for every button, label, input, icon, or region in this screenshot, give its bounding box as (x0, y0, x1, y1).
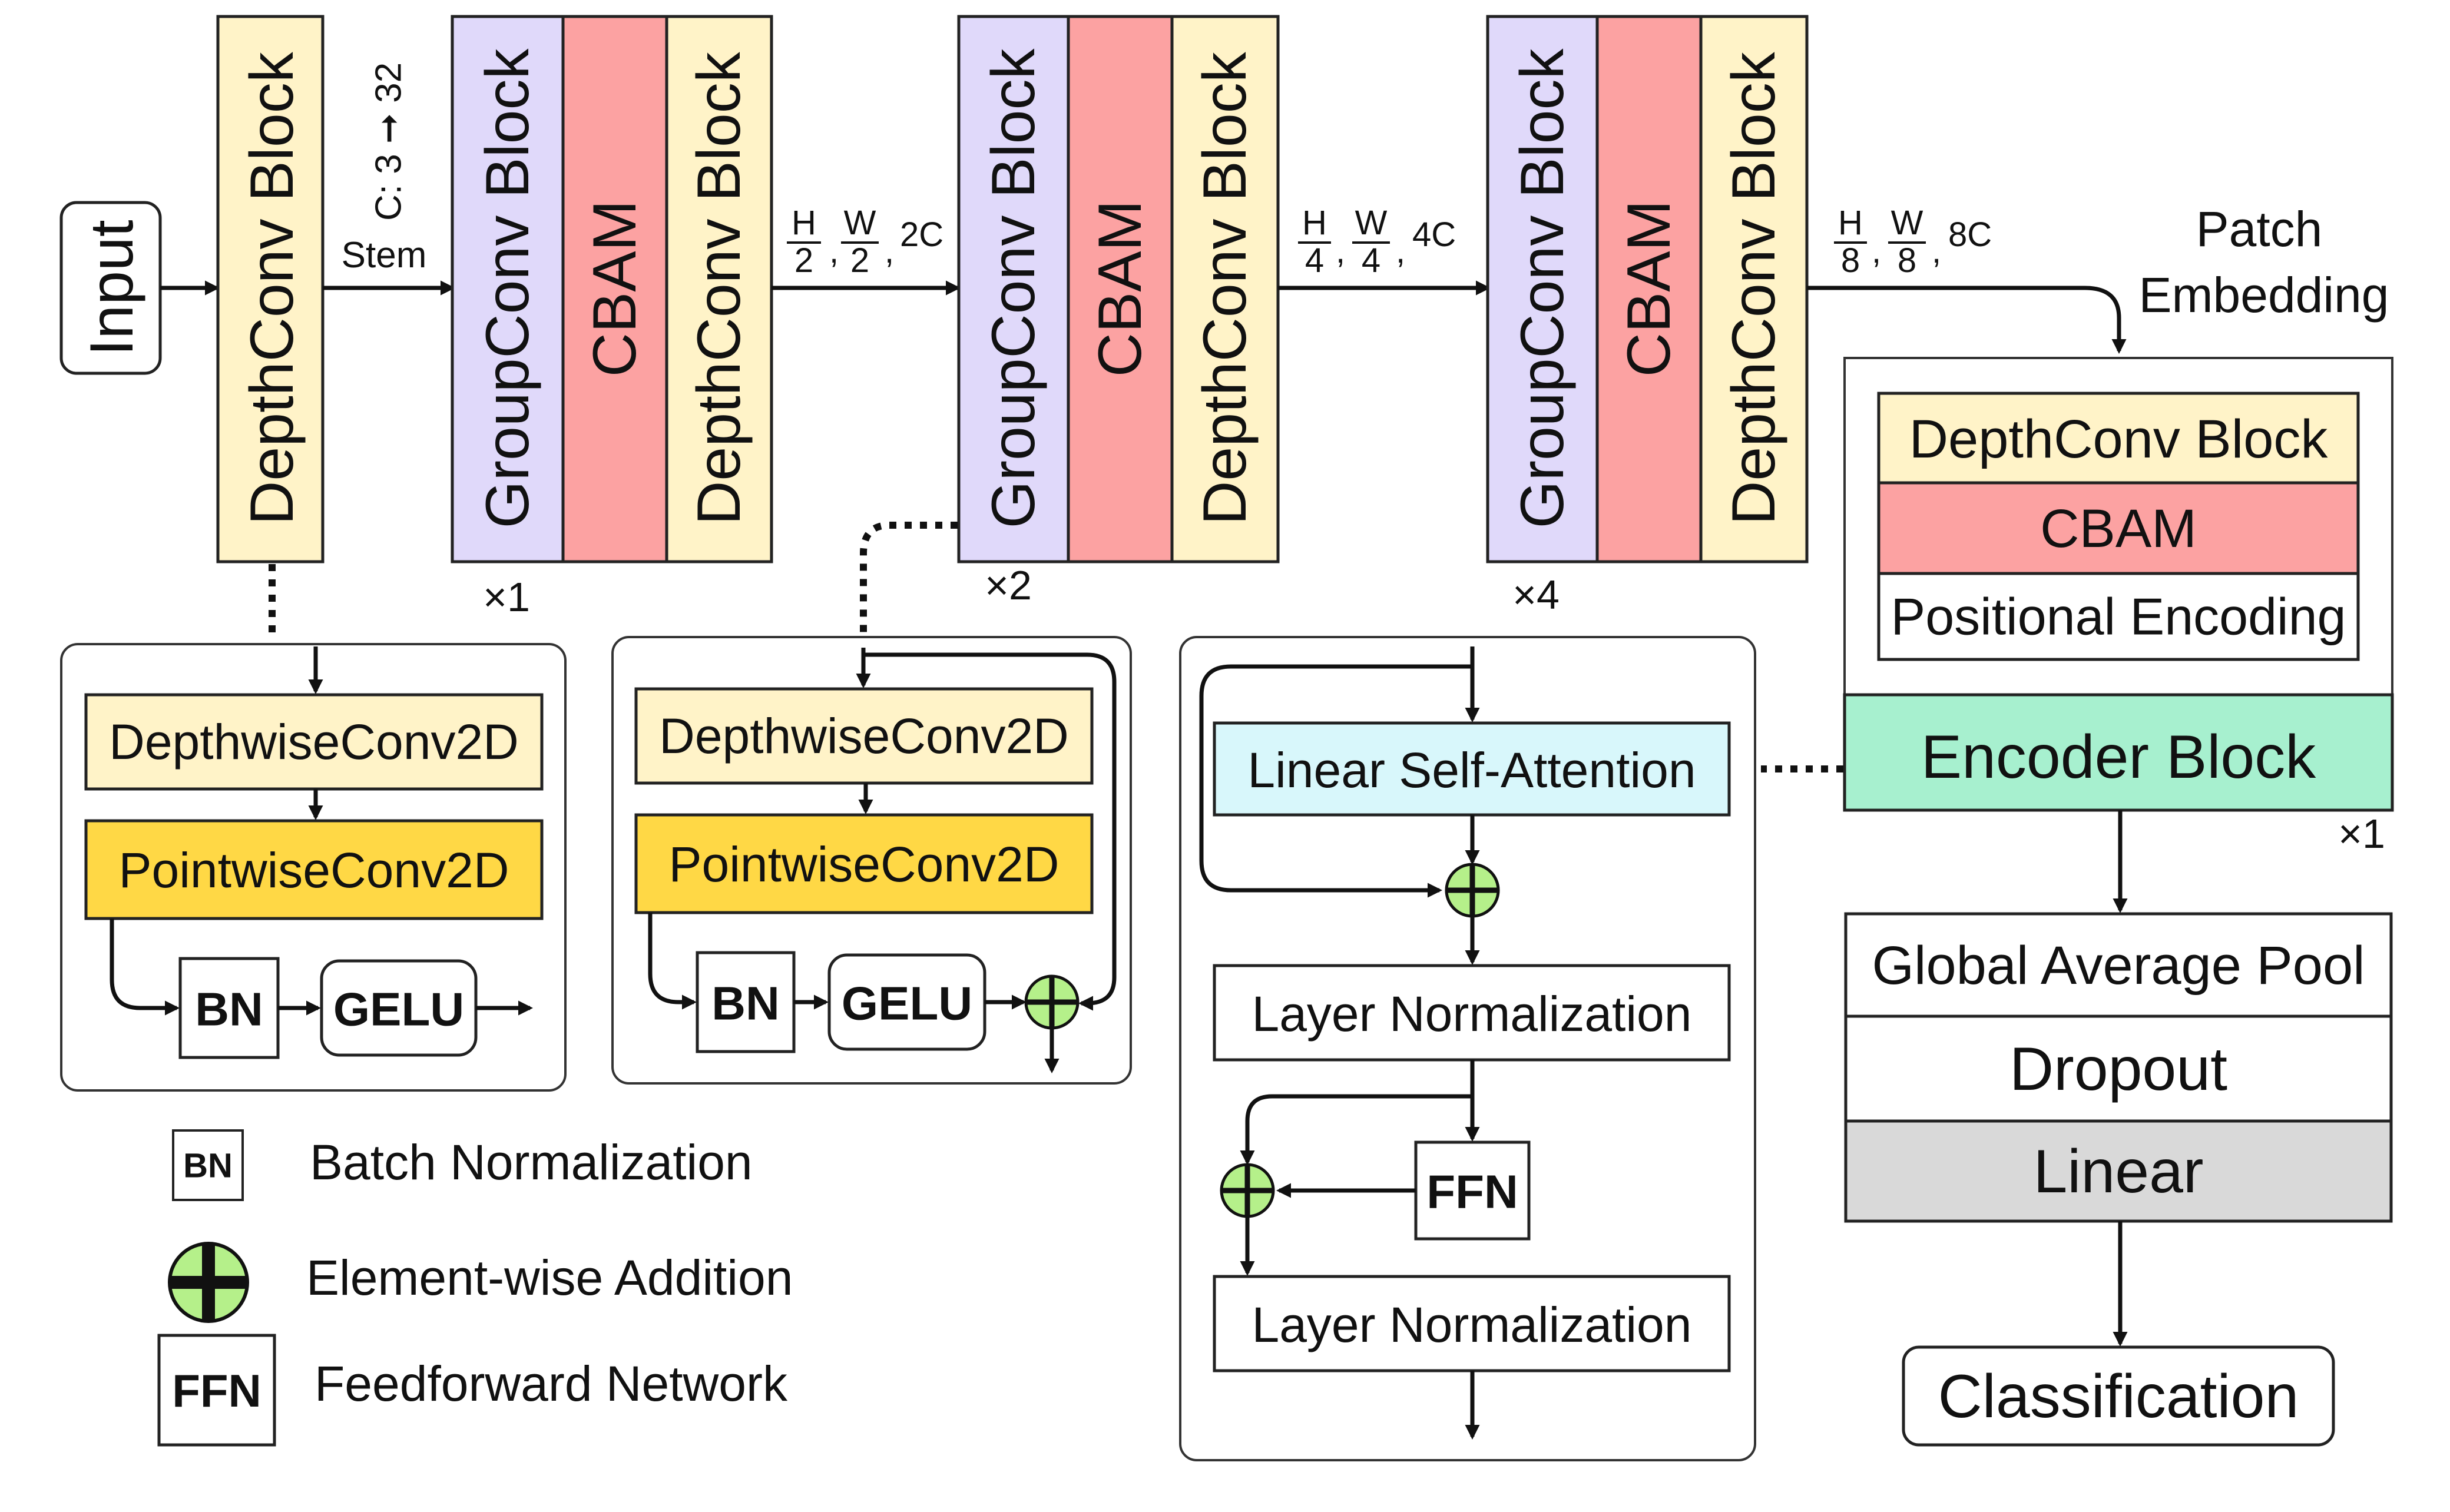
encoder-block: Encoder Block ×1 (1843, 693, 2394, 857)
d1-pointwise-label: PointwiseConv2D (119, 843, 509, 898)
legend: BN Batch Normalization Element-wise Addi… (157, 1129, 793, 1447)
d1-depthwise-label: DepthwiseConv2D (109, 714, 519, 770)
legend-add-icon (168, 1242, 249, 1323)
d1-gelu-label: GELU (333, 983, 464, 1036)
stage1-repeat: ×1 (483, 574, 530, 620)
d2-gelu-label: GELU (842, 977, 972, 1030)
stage1-cbam-label: CBAM (581, 200, 649, 377)
stem-depthconv-block: DepthConv Block (216, 15, 325, 563)
arrow-d2-bn (648, 913, 697, 1010)
dim2-w: W (1355, 204, 1388, 242)
stage3-repeat: ×4 (1512, 572, 1560, 618)
d2-pointwise-box (634, 813, 1094, 914)
encoder-block-repeat: ×1 (2338, 811, 2385, 857)
dim1-hd: 2 (794, 241, 813, 280)
dim3-hd: 8 (1841, 241, 1860, 280)
d2-add-icon (1024, 974, 1080, 1030)
e-add-icon-1 (1445, 863, 1500, 918)
dims-1: H 2 , W 2 , 2C (787, 204, 943, 280)
d2-depthwise-box (634, 687, 1094, 785)
dim3-w: W (1891, 204, 1923, 242)
svg-text:,: , (1932, 232, 1941, 270)
e-add-icon-2 (1220, 1163, 1275, 1218)
stem-depthconv-label: DepthConv Block (238, 51, 306, 525)
head-dropout-label: Dropout (2009, 1035, 2227, 1103)
e-norm2-label: Layer Normalization (1252, 1297, 1692, 1352)
patch-embedding-panel: DepthConv Block CBAM Positional Encoding (1843, 357, 2393, 696)
stage2-depthconv-label: DepthConv Block (1191, 51, 1259, 525)
e-norm1-label: Layer Normalization (1252, 986, 1692, 1042)
stage2-cbam-label: CBAM (1086, 200, 1154, 377)
dim3-wd: 8 (1898, 241, 1916, 280)
stage2-repeat: ×2 (985, 562, 1032, 608)
svg-text:,: , (829, 232, 839, 270)
d1-pointwise-box (84, 819, 544, 920)
svg-text:,: , (885, 232, 894, 270)
patch-depthconv-label: DepthConv Block (1909, 409, 2329, 469)
dim3-h: H (1838, 204, 1863, 242)
dim1-h: H (792, 204, 816, 242)
d2-bn-label: BN (711, 977, 780, 1030)
e-ffn-label: FFN (1426, 1166, 1518, 1218)
dotted-link-groupconv (860, 522, 958, 648)
dim3-c: 8C (1948, 215, 1992, 254)
dim1-w: W (844, 204, 876, 242)
e-attention-box (1213, 721, 1731, 817)
d2-bn-box (696, 951, 796, 1053)
dims-3: H 8 , W 8 , 8C (1834, 204, 1992, 280)
stage3-cbam-label: CBAM (1615, 200, 1683, 377)
e-residual-2 (1240, 1094, 1472, 1166)
stage2-groupconv-label: GroupConv Block (979, 48, 1048, 528)
patch-embedding-title-2: Embedding (2139, 267, 2389, 323)
legend-add-text: Element-wise Addition (306, 1250, 793, 1305)
d1-depthwise-box (84, 693, 544, 791)
d2-depthwise-label: DepthwiseConv2D (659, 708, 1069, 764)
classification-output: Classification (1902, 1345, 2335, 1447)
patch-embedding-title-1: Patch (2196, 201, 2323, 257)
stage3-groupconv-label: GroupConv Block (1508, 48, 1577, 528)
stage-3: GroupConv Block CBAM DepthConv Block ×4 (1486, 15, 1809, 618)
legend-ffn-symbol: FFN (172, 1365, 261, 1417)
dim2-hd: 4 (1305, 241, 1324, 280)
dim1-c: 2C (900, 215, 943, 254)
stage1-groupconv-label: GroupConv Block (474, 48, 542, 528)
classification-label: Classification (1938, 1362, 2299, 1431)
dim2-h: H (1302, 204, 1327, 242)
dim1-wd: 2 (850, 241, 869, 280)
legend-ffn-box (157, 1334, 276, 1447)
input-label: Input (78, 220, 146, 356)
legend-bn-box (172, 1129, 244, 1201)
dim2-wd: 4 (1362, 241, 1380, 280)
arrow-stage3-patch (1807, 286, 2127, 354)
arrow-d1-bn (110, 919, 180, 1016)
dim2-c: 4C (1412, 215, 1456, 254)
stage1-depthconv-label: DepthConv Block (685, 51, 753, 525)
e-residual-1 (1199, 664, 1472, 898)
stage3-depthconv-label: DepthConv Block (1720, 51, 1788, 525)
e-attention-label: Linear Self-Attention (1247, 742, 1696, 798)
head-linear-label: Linear (2033, 1138, 2203, 1206)
stage-1: GroupConv Block CBAM DepthConv Block ×1 (451, 15, 773, 620)
encoder-block-label: Encoder Block (1921, 723, 2317, 791)
d1-bn-label: BN (195, 983, 263, 1036)
d1-bn-box (178, 957, 280, 1059)
legend-ffn-text: Feedforward Network (314, 1356, 788, 1411)
head-pool-label: Global Average Pool (1872, 936, 2365, 996)
svg-text:,: , (1396, 232, 1405, 270)
classification-head: Global Average Pool Dropout Linear (1844, 912, 2393, 1223)
legend-bn-symbol: BN (183, 1147, 233, 1185)
stem-label: Stem (342, 235, 427, 276)
svg-text:,: , (1872, 232, 1881, 270)
patch-positional-label: Positional Encoding (1891, 588, 2346, 646)
d2-pointwise-label: PointwiseConv2D (669, 837, 1060, 892)
dims-2: H 4 , W 4 , 4C (1298, 204, 1456, 280)
input-node: Input (59, 201, 162, 375)
legend-bn-text: Batch Normalization (310, 1135, 753, 1190)
patch-cbam-label: CBAM (2040, 499, 2197, 559)
stem-channels-label: C: 3 ➞ 32 (369, 62, 409, 221)
d2-residual (863, 652, 1117, 1011)
stage-2: GroupConv Block CBAM DepthConv Block ×2 (957, 15, 1280, 608)
svg-text:,: , (1336, 232, 1345, 270)
